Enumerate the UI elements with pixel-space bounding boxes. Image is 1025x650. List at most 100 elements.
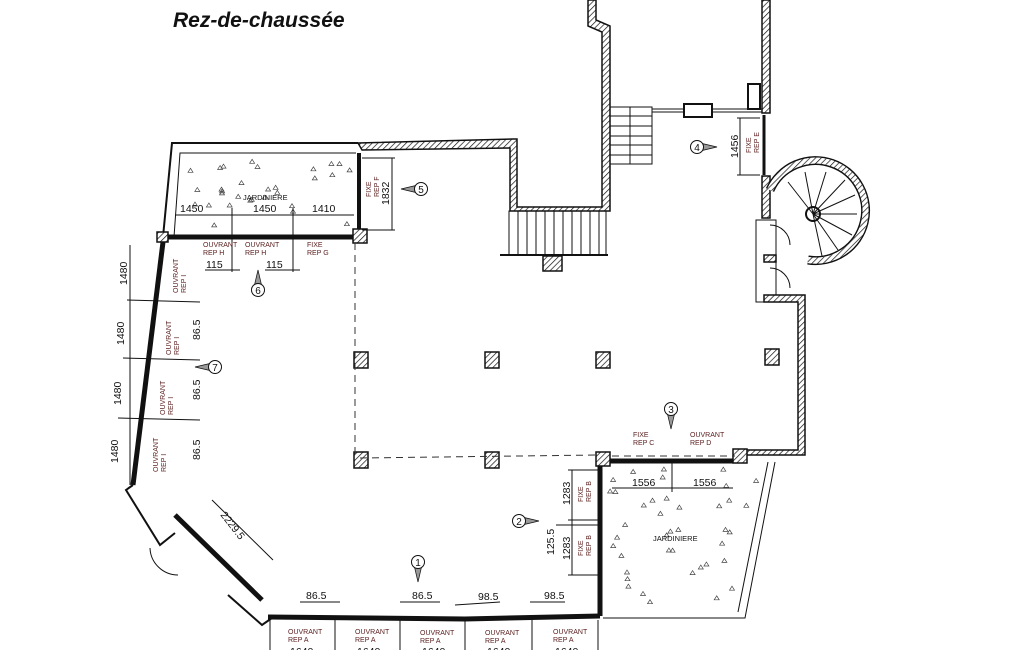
svg-text:4: 4 bbox=[694, 143, 700, 154]
dimension-label: 2229.5 bbox=[218, 509, 247, 542]
window-label: FIXEREP B bbox=[578, 481, 593, 502]
planting-symbol bbox=[261, 194, 268, 200]
planting-symbol bbox=[311, 175, 318, 181]
glazing-rep-a bbox=[267, 613, 601, 622]
svg-text:7: 7 bbox=[212, 363, 218, 374]
dimension-label: 1832 bbox=[380, 181, 392, 205]
dimension-label: 1480 bbox=[112, 381, 124, 405]
column bbox=[595, 351, 611, 369]
dimension-label: 1480 bbox=[115, 321, 127, 345]
planting-symbol bbox=[274, 189, 281, 195]
planting-symbol bbox=[639, 590, 647, 596]
planting-symbol bbox=[218, 186, 225, 192]
dimension-label: 1480 bbox=[109, 439, 121, 463]
planting-symbol bbox=[716, 503, 723, 509]
planting-symbol bbox=[610, 542, 617, 548]
jardiniere-top-inner bbox=[173, 152, 356, 238]
dimension-label: 1480 bbox=[118, 261, 130, 285]
planting-symbol bbox=[264, 186, 272, 192]
planting-symbol bbox=[659, 474, 666, 480]
spiral-staircase bbox=[765, 156, 871, 266]
planting-symbol bbox=[722, 526, 729, 532]
svg-text:6: 6 bbox=[255, 286, 261, 297]
view-marker-6: 6 bbox=[251, 269, 265, 297]
planting-symbols bbox=[187, 158, 353, 228]
dimension-label: 1640 bbox=[290, 646, 314, 650]
planting-symbol bbox=[191, 201, 199, 207]
window-label: FIXEREP B bbox=[578, 535, 593, 556]
wall-east bbox=[739, 294, 806, 456]
planting-symbol bbox=[247, 197, 254, 203]
glazing-diagonal bbox=[173, 513, 264, 602]
planting-symbol bbox=[220, 163, 227, 169]
view-marker-1: 1 bbox=[411, 555, 425, 583]
planting-symbol bbox=[728, 585, 736, 591]
room-label-jardiniere: JARDINIERE bbox=[243, 193, 288, 202]
window-label: FIXEREP F bbox=[366, 177, 381, 198]
view-marker-7: 7 bbox=[194, 360, 222, 374]
svg-text:3: 3 bbox=[668, 405, 674, 416]
planting-symbol bbox=[216, 164, 224, 170]
planting-symbol bbox=[618, 552, 625, 558]
room-label-jardiniere: JARDINIERE bbox=[653, 534, 698, 543]
planting-symbol bbox=[625, 583, 632, 589]
dimension-label: 1640 bbox=[357, 646, 381, 650]
planting-symbol bbox=[235, 193, 242, 199]
planting-symbol bbox=[660, 466, 668, 472]
planting-symbol bbox=[248, 158, 256, 164]
planting-symbol bbox=[640, 502, 647, 508]
planting-symbol bbox=[743, 502, 750, 508]
planting-symbol bbox=[663, 495, 670, 501]
pillar bbox=[683, 103, 713, 118]
dimension-lines bbox=[117, 117, 760, 650]
planting-symbol bbox=[612, 488, 619, 494]
planting-symbol bbox=[621, 521, 629, 527]
planting-symbols bbox=[606, 466, 760, 605]
planting-symbol bbox=[723, 482, 730, 488]
planting-symbol bbox=[343, 221, 351, 227]
dimension-label: 115 bbox=[206, 259, 223, 271]
column bbox=[353, 351, 369, 369]
planting-symbol bbox=[328, 160, 335, 166]
planting-symbol bbox=[609, 476, 617, 482]
planting-symbol bbox=[613, 534, 621, 540]
planting-symbol bbox=[663, 532, 670, 538]
dimension-label: 115 bbox=[266, 259, 283, 271]
dimensions: 1450 1450 1410 115 115 1832 1480 1480 14… bbox=[109, 134, 741, 650]
planting-symbol bbox=[720, 466, 727, 472]
dimension-label: 1556 bbox=[693, 477, 717, 489]
window-label: OUVRANTREP I bbox=[160, 380, 175, 415]
walls bbox=[124, 0, 871, 627]
planting-symbol bbox=[211, 222, 218, 228]
dimension-label: 98.5 bbox=[478, 591, 499, 603]
planting-symbol bbox=[713, 595, 720, 601]
dimension-label: 1556 bbox=[632, 477, 656, 489]
dimension-label: 1640 bbox=[555, 646, 579, 650]
planting-symbol bbox=[623, 569, 631, 575]
planting-symbol bbox=[703, 561, 710, 567]
dimension-label: 125.5 bbox=[545, 529, 557, 555]
window-label: OUVRANTREP I bbox=[166, 320, 181, 355]
dimension-label: 86.5 bbox=[191, 319, 203, 340]
planting-symbol bbox=[205, 202, 213, 208]
planting-symbol bbox=[657, 510, 664, 516]
dimension-label: 86.5 bbox=[191, 379, 203, 400]
planting-symbol bbox=[669, 547, 676, 553]
wall-north bbox=[356, 0, 611, 212]
planting-symbol bbox=[218, 188, 226, 194]
svg-text:2: 2 bbox=[516, 517, 522, 528]
svg-text:5: 5 bbox=[418, 185, 424, 196]
dimension-label: 1410 bbox=[312, 203, 336, 215]
planting-symbol bbox=[248, 196, 255, 202]
dimension-label: 1640 bbox=[422, 646, 446, 650]
planting-symbol bbox=[721, 557, 728, 563]
